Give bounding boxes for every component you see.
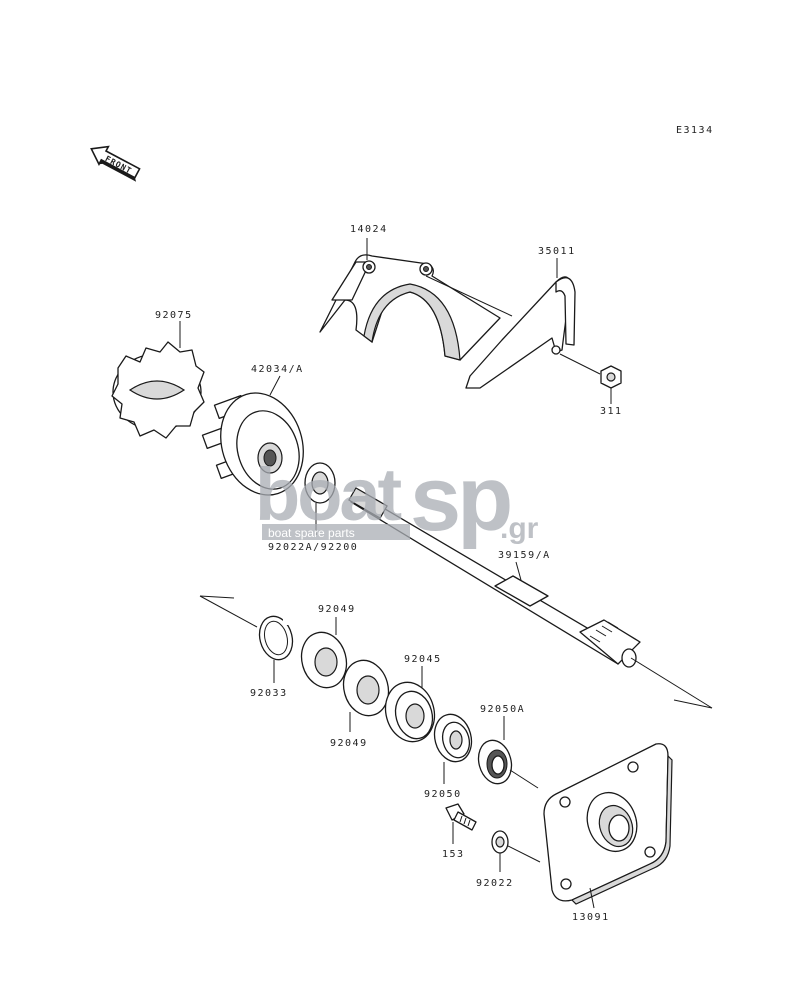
label-153: 153 — [442, 849, 465, 860]
label-92022A-92200: 92022A/92200 — [268, 542, 358, 553]
label-13091: 13091 — [572, 912, 610, 923]
label-92050: 92050 — [424, 789, 462, 800]
part-311-nut[interactable] — [600, 365, 622, 404]
label-14024: 14024 — [350, 224, 388, 235]
part-92049-washer-top[interactable] — [296, 617, 353, 693]
watermark-domain: .gr — [500, 512, 539, 545]
axis-line — [199, 595, 258, 628]
label-35011: 35011 — [538, 246, 576, 257]
part-14024-cover[interactable] — [319, 238, 513, 361]
part-92022-washer[interactable] — [491, 830, 541, 872]
label-92049-bottom: 92049 — [330, 738, 368, 749]
label-92045: 92045 — [404, 654, 442, 665]
label-92049-top: 92049 — [318, 604, 356, 615]
label-39159A: 39159/A — [498, 550, 551, 561]
part-92045-bearing[interactable] — [379, 666, 441, 747]
label-92022: 92022 — [476, 878, 514, 889]
part-39159A-drive-shaft[interactable] — [348, 487, 713, 709]
part-92075-damper[interactable] — [111, 321, 205, 439]
watermark-brand-right: sp — [410, 448, 510, 550]
label-92033: 92033 — [250, 688, 288, 699]
watermark-logo: boat sp .gr boat spare parts — [255, 448, 539, 550]
part-92049-washer-bottom[interactable] — [338, 655, 395, 732]
axis-line-tick — [199, 595, 235, 599]
label-42034A: 42034/A — [251, 364, 304, 375]
part-35011-bracket[interactable] — [465, 258, 601, 389]
part-92050-bearing[interactable] — [429, 710, 476, 784]
part-92033-circlip[interactable] — [255, 613, 297, 683]
part-153-bolt[interactable] — [445, 803, 477, 844]
watermark-tagline: boat spare parts — [268, 526, 355, 540]
label-311: 311 — [600, 406, 623, 417]
watermark-tagline-bar — [262, 524, 410, 540]
label-92075: 92075 — [155, 310, 193, 321]
diagram-code: E3134 — [676, 125, 714, 136]
part-92050A-oil-seal[interactable] — [474, 716, 539, 789]
part-13091-housing[interactable] — [543, 743, 673, 909]
watermark-brand-left: boat — [255, 453, 402, 536]
front-arrow-icon: FRONT — [90, 145, 141, 182]
part-42034A-coupling[interactable] — [201, 375, 316, 506]
label-92050A: 92050A — [480, 704, 525, 715]
